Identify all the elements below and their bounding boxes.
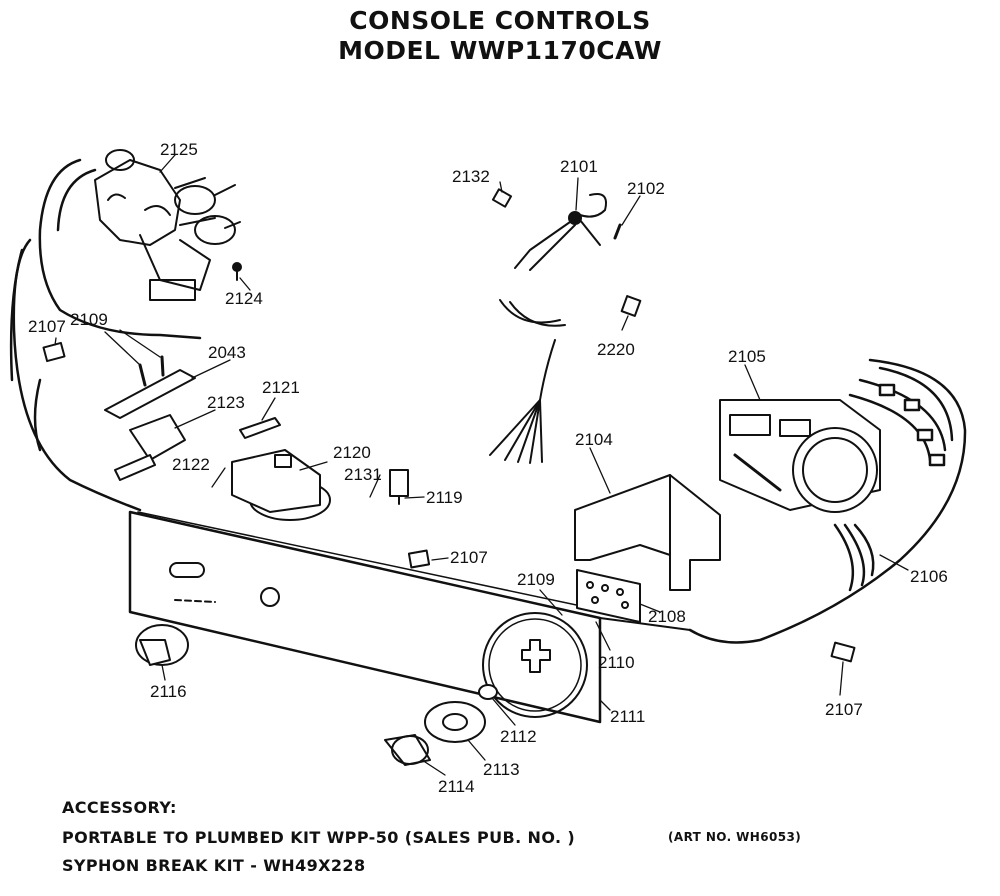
label-2131: 2131 [344, 465, 382, 484]
harness-2101 [514, 193, 607, 271]
accessory-heading: ACCESSORY: [62, 798, 177, 817]
label-2124: 2124 [225, 289, 263, 308]
console-panel [128, 510, 602, 724]
pressure-switch-2120 [231, 449, 331, 521]
label-2132: 2132 [452, 167, 490, 186]
label-2105: 2105 [728, 347, 766, 366]
label-2125: 2125 [160, 140, 198, 159]
valve-wire-harness [9, 158, 202, 512]
label-2109-right: 2109 [517, 570, 555, 589]
screw-2124 [232, 262, 242, 281]
label-2119: 2119 [426, 488, 463, 507]
timer-2105 [719, 399, 881, 513]
art-number: (ART NO. WH6053) [668, 830, 802, 844]
label-2110: 2110 [598, 653, 635, 672]
switch-2119 [389, 469, 409, 505]
knob-2116 [135, 624, 189, 666]
label-2106: 2106 [910, 567, 948, 586]
label-2107-left: 2107 [28, 317, 66, 336]
label-2101: 2101 [560, 157, 598, 176]
terminal-2121 [239, 417, 281, 439]
knob-skirt-2113 [424, 701, 486, 743]
label-2121: 2121 [262, 378, 300, 397]
lead-wires [489, 299, 566, 464]
leader-lines [54, 154, 909, 776]
label-2107-right: 2107 [825, 700, 863, 719]
label-2116: 2116 [150, 682, 187, 701]
bracket-2043 [104, 369, 196, 419]
label-2122: 2122 [172, 455, 210, 474]
accessory-kit-syphon: SYPHON BREAK KIT - WH49X228 [62, 856, 366, 875]
switch-2123 [114, 414, 186, 481]
connector-2107c [830, 641, 856, 663]
label-2123: 2123 [207, 393, 245, 412]
label-2120: 2120 [333, 443, 371, 462]
label-2220: 2220 [597, 340, 635, 359]
screw-2109a [138, 355, 165, 387]
accessory-kit-plumbed: PORTABLE TO PLUMBED KIT WPP-50 (SALES PU… [62, 828, 576, 847]
timer-shield-2104 [574, 474, 721, 591]
label-2114: 2114 [438, 777, 475, 796]
connector-2132 [491, 188, 513, 208]
label-2107-center: 2107 [450, 548, 488, 567]
label-2104: 2104 [575, 430, 613, 449]
connector-2107b [407, 549, 431, 569]
diagram-title-line1: CONSOLE CONTROLS [349, 6, 651, 35]
connector-2220 [620, 295, 642, 317]
label-2109-left: 2109 [70, 310, 108, 329]
water-valve-2125 [94, 149, 241, 301]
label-2108: 2108 [648, 607, 686, 626]
timer-board-2108 [576, 569, 641, 623]
washer-2112 [478, 684, 498, 700]
label-2112: 2112 [500, 727, 537, 746]
part-labels: 2125 2132 2101 2102 2124 2107 2109 2043 … [28, 140, 948, 796]
screw-2102 [613, 223, 622, 240]
label-2111: 2111 [610, 707, 645, 726]
wire-harness-2106 [599, 358, 967, 644]
label-2102: 2102 [627, 179, 665, 198]
diagram-title-line2: MODEL WWP1170CAW [338, 36, 662, 65]
knob-2114 [384, 734, 431, 766]
connector-2107a [42, 341, 66, 363]
label-2043: 2043 [208, 343, 246, 362]
label-2113: 2113 [483, 760, 520, 779]
